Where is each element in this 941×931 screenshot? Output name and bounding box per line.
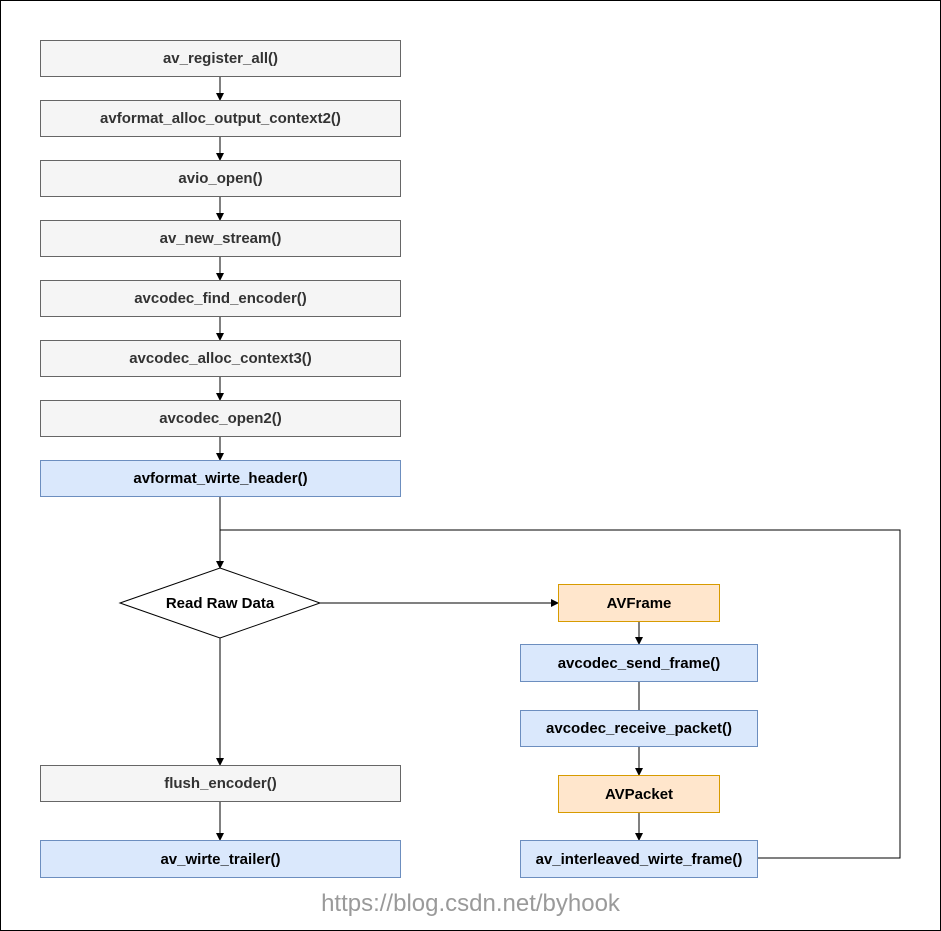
node-av-register-all: av_register_all()	[40, 40, 401, 77]
node-avcodec-find-encoder: avcodec_find_encoder()	[40, 280, 401, 317]
node-avcodec-open2: avcodec_open2()	[40, 400, 401, 437]
node-av-interleaved-write-frame: av_interleaved_wirte_frame()	[520, 840, 758, 878]
read-raw-data-label: Read Raw Data	[165, 594, 275, 612]
node-avformat-write-header: avformat_wirte_header()	[40, 460, 401, 497]
node-av-new-stream: av_new_stream()	[40, 220, 401, 257]
node-flush-encoder: flush_encoder()	[40, 765, 401, 802]
node-avio-open: avio_open()	[40, 160, 401, 197]
node-avpacket: AVPacket	[558, 775, 720, 813]
read-raw-data-diamond	[118, 567, 322, 639]
watermark-url: https://blog.csdn.net/byhook	[321, 890, 620, 917]
node-av-write-trailer: av_wirte_trailer()	[40, 840, 401, 878]
node-avframe: AVFrame	[558, 584, 720, 622]
node-avcodec-send-frame: avcodec_send_frame()	[520, 644, 758, 682]
node-avformat-alloc-output-context2: avformat_alloc_output_context2()	[40, 100, 401, 137]
node-avcodec-alloc-context3: avcodec_alloc_context3()	[40, 340, 401, 377]
node-avcodec-receive-packet: avcodec_receive_packet()	[520, 710, 758, 747]
edge-loop-back-to-read-raw-data	[220, 529, 901, 859]
